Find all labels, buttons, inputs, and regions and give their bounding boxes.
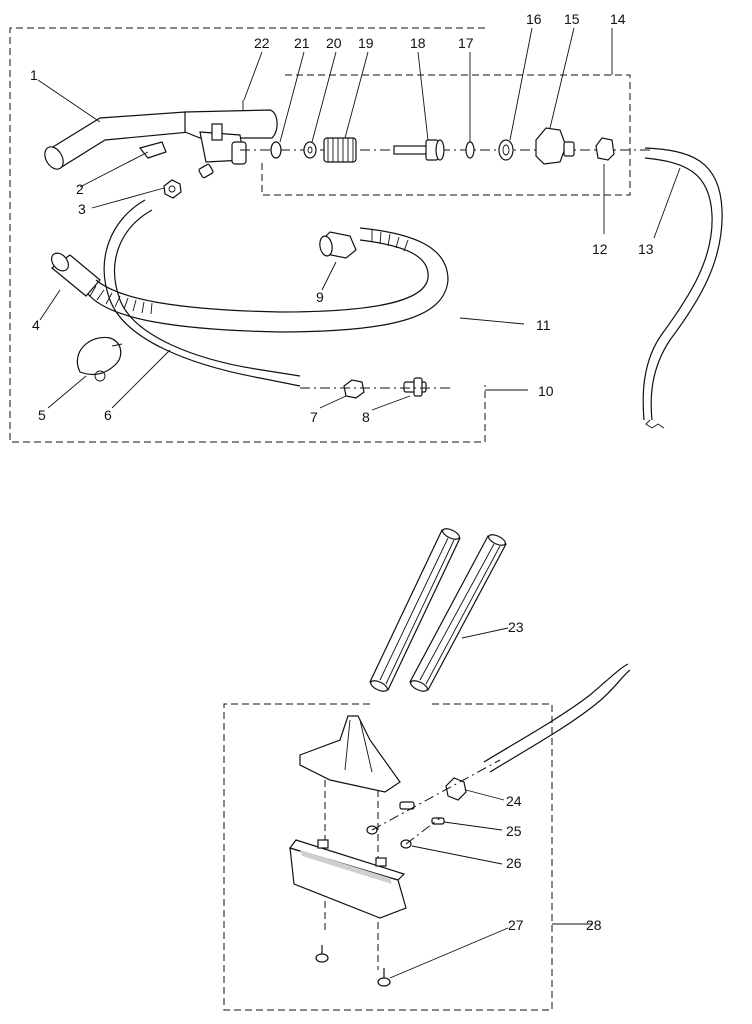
wand-tube-right	[409, 534, 507, 692]
valve-stem-18	[393, 139, 445, 161]
callout-8: 8	[362, 409, 370, 425]
nut-12	[595, 137, 615, 161]
callout-19: 19	[358, 35, 374, 51]
callout-17: 17	[458, 35, 474, 51]
callout-2: 2	[76, 181, 84, 197]
callout-15: 15	[564, 11, 580, 27]
callout-23: 23	[508, 619, 524, 635]
screw-27-left	[315, 945, 329, 963]
nut-7	[343, 379, 365, 399]
screw-25	[431, 817, 445, 825]
callout-21: 21	[294, 35, 310, 51]
fitting-small	[198, 163, 214, 179]
spring-19	[323, 137, 357, 163]
callout-6: 6	[104, 407, 112, 423]
nozzle-head	[299, 715, 401, 970]
callout-25: 25	[506, 823, 522, 839]
o-ring-17	[465, 141, 475, 159]
nut-3	[163, 179, 182, 199]
valve-body	[199, 123, 247, 165]
nozzle-tray	[289, 839, 407, 919]
callout-22: 22	[254, 35, 270, 51]
group-boundary-28	[223, 703, 553, 1011]
leader-lines	[37, 27, 681, 979]
screw-27-right	[377, 968, 391, 987]
callout-3: 3	[78, 201, 86, 217]
hose-clip	[76, 336, 123, 382]
screw-upper	[399, 801, 415, 810]
callout-labels: 1 2 3 4 5 6 7 8 9 10 11 12 13 14 15 16 1…	[30, 11, 654, 933]
callout-7: 7	[310, 409, 318, 425]
washer-16	[498, 139, 514, 161]
lower-supply-tube	[483, 663, 631, 773]
callout-13: 13	[638, 241, 654, 257]
hose-cuff	[51, 252, 101, 297]
callout-24: 24	[506, 793, 522, 809]
callout-4: 4	[32, 317, 40, 333]
callout-12: 12	[592, 241, 608, 257]
wand-tube-left	[369, 528, 461, 692]
nut-24	[445, 777, 467, 801]
callout-18: 18	[410, 35, 426, 51]
hose-connector-9	[319, 231, 357, 259]
callout-27: 27	[508, 917, 524, 933]
callout-26: 26	[506, 855, 522, 871]
o-ring-21	[270, 141, 282, 159]
group-boundary-14	[261, 74, 631, 196]
corrugated-hose	[87, 227, 449, 333]
small-tube	[103, 199, 301, 387]
callout-28: 28	[586, 917, 602, 933]
callout-10: 10	[538, 383, 554, 399]
callout-16: 16	[526, 11, 542, 27]
callout-20: 20	[326, 35, 342, 51]
fitting-8	[403, 377, 427, 397]
callout-5: 5	[38, 407, 46, 423]
coupling-nut-15	[535, 127, 575, 165]
callout-11: 11	[536, 317, 551, 333]
callout-14: 14	[610, 11, 626, 27]
callout-9: 9	[316, 289, 324, 305]
callout-1: 1	[30, 67, 38, 83]
supply-hose	[642, 147, 723, 429]
wand-handle	[44, 100, 278, 170]
washer-20	[303, 141, 317, 159]
